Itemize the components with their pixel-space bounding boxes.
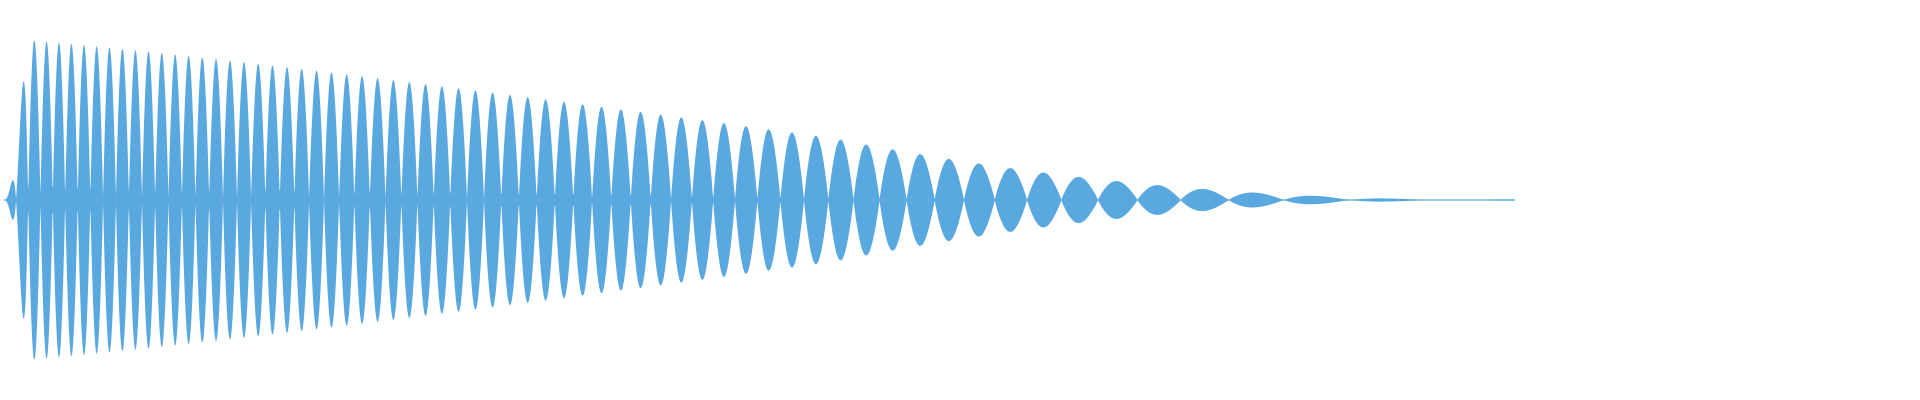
waveform-display [4, 40, 1515, 360]
waveform-graphic [4, 40, 1515, 360]
